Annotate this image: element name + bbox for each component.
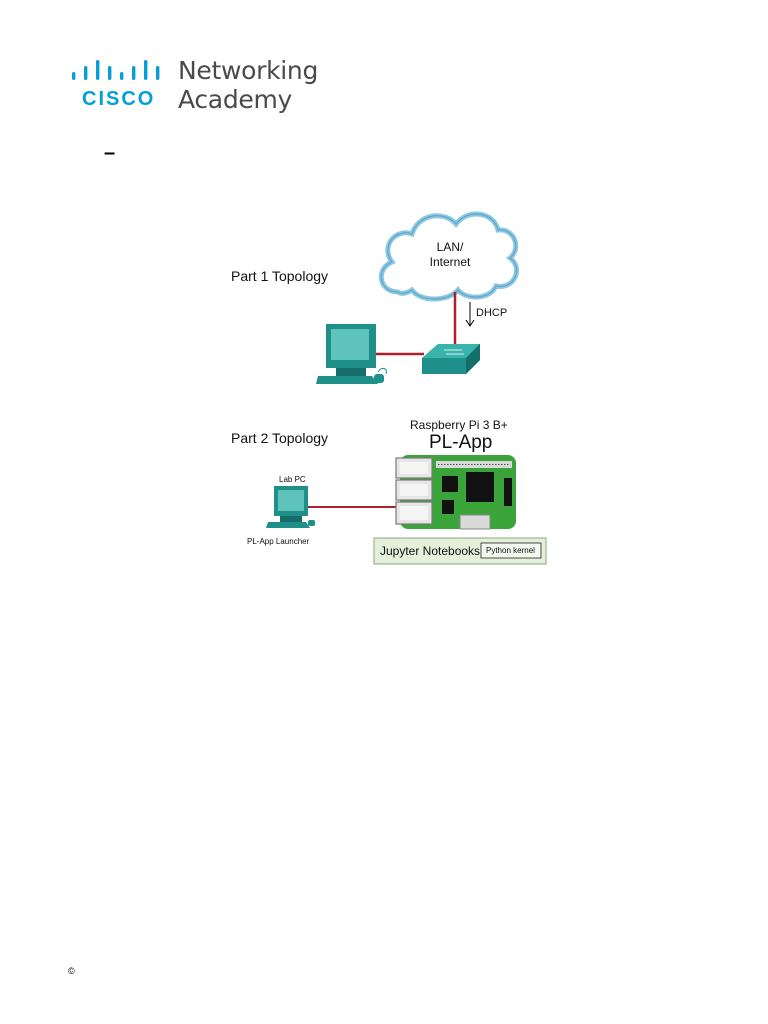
cisco-bars-icon [72, 60, 160, 80]
dhcp-arrow-icon [465, 302, 475, 327]
python-kernel-box [480, 542, 542, 559]
lab-pc-icon [266, 486, 315, 528]
dhcp-label: DHCP [476, 307, 508, 319]
switch-icon [422, 344, 480, 374]
logo-text-academy: Academy [178, 85, 293, 114]
logo-text-networking: Networking [178, 56, 319, 85]
pl-app-label: PL-App [429, 432, 493, 453]
python-kernel-label: Python kernel [486, 546, 535, 555]
cloud-icon [379, 211, 519, 302]
lab-pc-label: Lab PC [279, 475, 306, 484]
cloud-label-line2: Internet [429, 255, 471, 269]
raspberry-pi-label: Raspberry Pi 3 B+ [410, 418, 508, 432]
cloud-label-line1: LAN/ [436, 240, 464, 254]
part1-topology-label: Part 1 Topology [231, 268, 329, 284]
document-title: – [104, 142, 116, 164]
jupyter-notebooks-label: Jupyter Notebooks [380, 544, 481, 558]
cisco-wordmark: CISCO [82, 88, 156, 110]
raspberry-pi-board-icon [395, 455, 516, 530]
pc-icon [316, 324, 387, 384]
part2-topology-label: Part 2 Topology [231, 430, 329, 446]
cisco-networking-academy-logo: CISCO Networking Academy [72, 56, 322, 118]
pl-app-launcher-label: PL-App Launcher [247, 537, 310, 546]
cloud-label: LAN/ Internet [420, 240, 480, 270]
copyright-symbol: © [68, 966, 75, 976]
